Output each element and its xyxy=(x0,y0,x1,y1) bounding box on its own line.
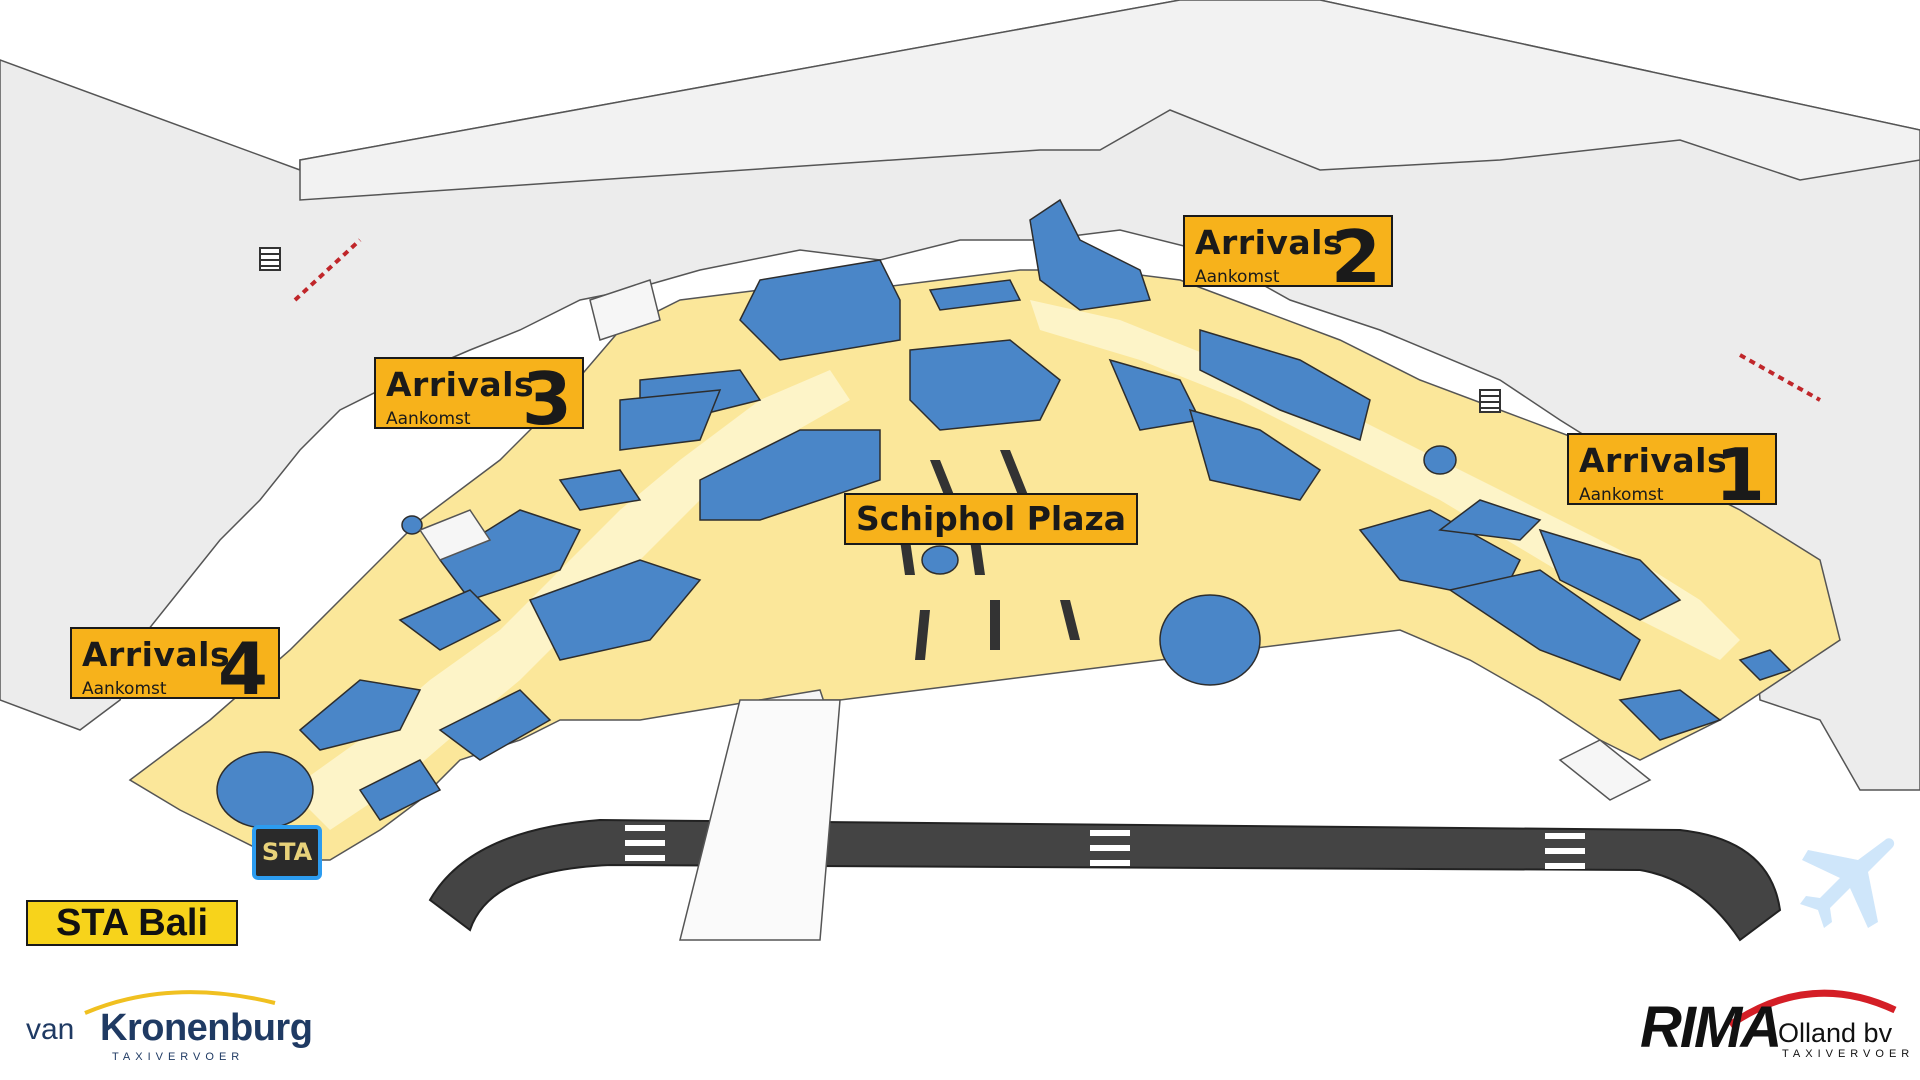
arrivals-subtitle: Aankomst xyxy=(1195,267,1280,287)
logo-prefix: van xyxy=(26,1013,75,1046)
arrivals-number: 3 xyxy=(521,357,572,441)
shop-blocks xyxy=(298,198,1792,821)
rima-olland-logo: RIMA Olland bv TAXIVERVOER xyxy=(1630,980,1910,1070)
logo-tagline: TAXIVERVOER xyxy=(1782,1048,1915,1060)
arrivals-title: Arrivals xyxy=(1195,223,1344,262)
stairs-icon xyxy=(259,247,281,271)
round-kiosks xyxy=(216,445,1457,829)
arrivals-title: Arrivals xyxy=(82,635,231,674)
arrivals-subtitle: Aankomst xyxy=(1579,485,1664,505)
logo-name: Kronenburg xyxy=(100,1007,313,1049)
arrivals-number: 4 xyxy=(217,627,268,711)
logo-swoosh-icon xyxy=(84,990,276,1015)
logo-name: RIMA xyxy=(1640,995,1782,1060)
arrivals-title: Arrivals xyxy=(386,365,535,404)
boundary-line-left xyxy=(293,238,362,302)
plaza-openings xyxy=(900,450,1080,660)
schiphol-plaza-label: Schiphol Plaza xyxy=(844,493,1138,545)
arrivals-sign-2: Arrivals Aankomst 2 xyxy=(1183,215,1393,299)
road-crossings xyxy=(625,825,1585,869)
arrivals-sign-4: Arrivals Aankomst 4 xyxy=(70,627,280,711)
airplane-icon xyxy=(1800,838,1895,928)
access-ramp xyxy=(679,699,841,941)
arrivals-subtitle: Aankomst xyxy=(82,679,167,699)
sta-bali-label: STA Bali xyxy=(26,900,238,946)
arrivals-sign-1: Arrivals Aankomst 1 xyxy=(1567,433,1777,517)
arrivals-subtitle: Aankomst xyxy=(386,409,471,429)
arrivals-number: 1 xyxy=(1714,433,1765,517)
arrivals-sign-3: Arrivals Aankomst 3 xyxy=(374,357,584,441)
logo-swoosh-icon xyxy=(1728,989,1897,1028)
stairs-icon xyxy=(1479,389,1501,413)
arrivals-title: Arrivals xyxy=(1579,441,1728,480)
sta-location-marker[interactable]: STA xyxy=(252,825,322,880)
boundary-line-right xyxy=(1739,353,1821,402)
logo-tagline: TAXIVERVOER xyxy=(112,1051,245,1063)
arrivals-number: 2 xyxy=(1330,215,1381,299)
van-kronenburg-logo: van Kronenburg TAXIVERVOER xyxy=(20,985,313,1065)
logo-suffix: Olland bv xyxy=(1778,1018,1893,1048)
